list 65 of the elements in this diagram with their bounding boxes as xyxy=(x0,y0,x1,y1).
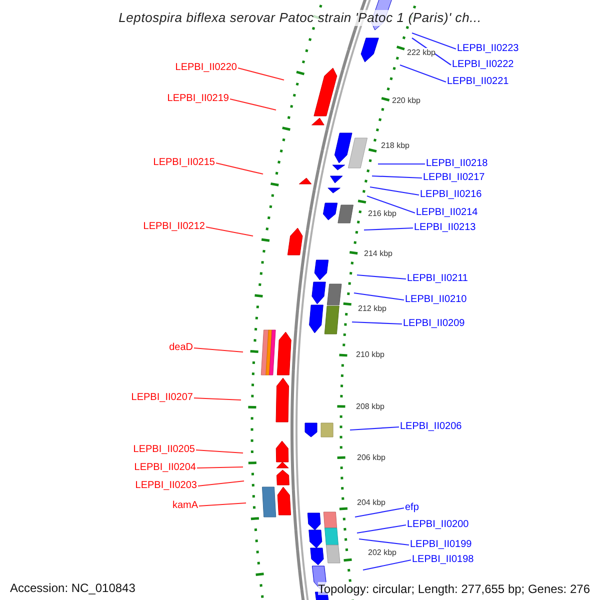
leader-line xyxy=(194,397,242,401)
footer-text: Topology: circular; Length: 277,655 bp; Genes: 276 xyxy=(318,582,590,595)
scale-label: 204 kbp xyxy=(357,498,386,508)
leader-line xyxy=(364,227,414,231)
leader-line xyxy=(198,502,246,507)
gene-label: LEPBI_II0207 xyxy=(131,392,193,404)
gene-label: LEPBI_II0200 xyxy=(407,519,469,531)
scale-label: 208 kbp xyxy=(356,402,384,412)
scale-label: 202 kbp xyxy=(368,548,396,558)
leader-line xyxy=(196,466,244,469)
gene-label: LEPBI_II0209 xyxy=(403,318,465,330)
leader-line xyxy=(412,32,456,50)
gene-label: LEPBI_II0211 xyxy=(407,273,468,285)
gene-label: LEPBI_II0198 xyxy=(412,554,474,566)
gene-label: efp xyxy=(405,502,419,514)
leader-line xyxy=(230,98,276,111)
gene-label: LEPBI_II0222 xyxy=(452,59,514,71)
leader-line xyxy=(370,186,420,196)
gene-label: LEPBI_II0213 xyxy=(414,222,476,234)
gene-label: LEPBI_II0220 xyxy=(175,62,237,74)
gene-label: LEPBI_II0210 xyxy=(405,294,467,306)
leader-line xyxy=(206,226,254,237)
leader-line xyxy=(354,292,404,301)
leader-line xyxy=(358,538,410,546)
leader-line xyxy=(354,507,404,518)
gene-label: LEPBI_II0218 xyxy=(426,158,488,170)
leader-line xyxy=(216,162,264,175)
scale-label: 206 kbp xyxy=(357,453,386,463)
gene-label: LEPBI_II0206 xyxy=(400,421,462,433)
gene-label: LEPBI_II0215 xyxy=(153,157,215,169)
leader-line xyxy=(400,64,446,83)
leader-line xyxy=(362,559,412,571)
gene-label: LEPBI_II0212 xyxy=(143,221,205,233)
leader-line xyxy=(356,274,406,280)
scale-label: 216 kbp xyxy=(368,209,396,219)
leader-line xyxy=(372,175,422,179)
gene-label: kamA xyxy=(172,500,198,512)
leader-line xyxy=(352,321,402,325)
scale-label: 212 kbp xyxy=(358,304,386,314)
leader-line xyxy=(196,449,244,454)
leader-line xyxy=(366,195,416,214)
leader-line xyxy=(350,426,400,431)
gene-label: LEPBI_II0204 xyxy=(134,462,196,474)
diagram-title: Leptospira biflexa serovar Patoc strain 'Patoc 1 (Paris)' ch... xyxy=(118,10,482,26)
scale-label: 210 kbp xyxy=(356,350,384,360)
gene-label: LEPBI_II0216 xyxy=(420,189,482,201)
gene-label: LEPBI_II0214 xyxy=(416,207,478,219)
gene-label: LEPBI_II0217 xyxy=(423,172,485,184)
scale-label: 220 kbp xyxy=(392,96,420,106)
gene-label: LEPBI_II0221 xyxy=(447,76,509,88)
leader-line xyxy=(194,347,244,353)
gene-label: LEPBI_II0219 xyxy=(167,93,229,105)
scale-label: 218 kbp xyxy=(381,141,410,151)
scale-label: 222 kbp xyxy=(407,48,436,58)
leader-line xyxy=(238,67,284,81)
gene-label: LEPBI_II0199 xyxy=(410,539,472,551)
gene-label: LEPBI_II0203 xyxy=(135,480,197,492)
gene-label: deaD xyxy=(169,342,193,354)
leader-line xyxy=(356,524,406,534)
leader-line xyxy=(378,163,425,165)
leader-line xyxy=(198,480,244,487)
footer-text: Accession: NC_010843 xyxy=(10,581,136,595)
gene-label: LEPBI_II0223 xyxy=(457,43,519,55)
scale-label: 214 kbp xyxy=(364,249,392,259)
gene-label: LEPBI_II0205 xyxy=(133,444,195,456)
